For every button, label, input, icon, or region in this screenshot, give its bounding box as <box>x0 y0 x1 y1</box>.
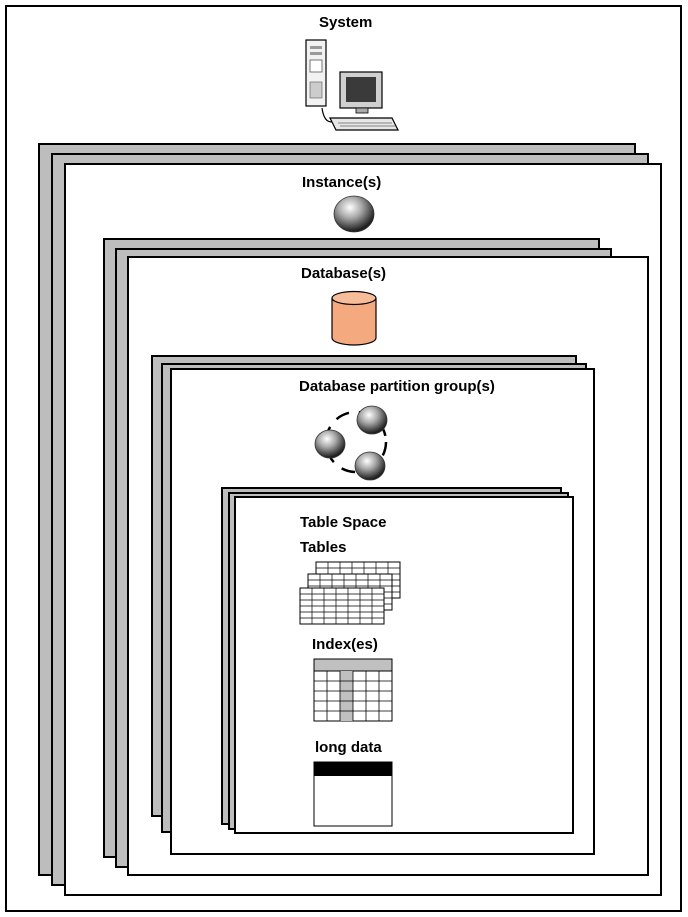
sphere-icon <box>333 195 375 233</box>
long-data-label: long data <box>315 739 382 756</box>
database-cylinder-icon <box>331 290 377 346</box>
system-label: System <box>319 14 373 31</box>
partition-group-label: Database partition group(s) <box>299 378 495 395</box>
table-space-label: Table Space <box>300 514 387 531</box>
indexes-label: Index(es) <box>312 636 378 653</box>
instance-label: Instance(s) <box>302 174 382 191</box>
tables-label: Tables <box>300 539 347 556</box>
database-label: Database(s) <box>301 265 387 282</box>
long-data-icon <box>313 761 393 827</box>
computer-icon <box>305 39 399 131</box>
tables-stack-icon <box>299 561 401 625</box>
tablespace-box <box>234 496 574 834</box>
partition-group-icon <box>314 405 388 481</box>
index-grid-icon <box>313 658 393 722</box>
